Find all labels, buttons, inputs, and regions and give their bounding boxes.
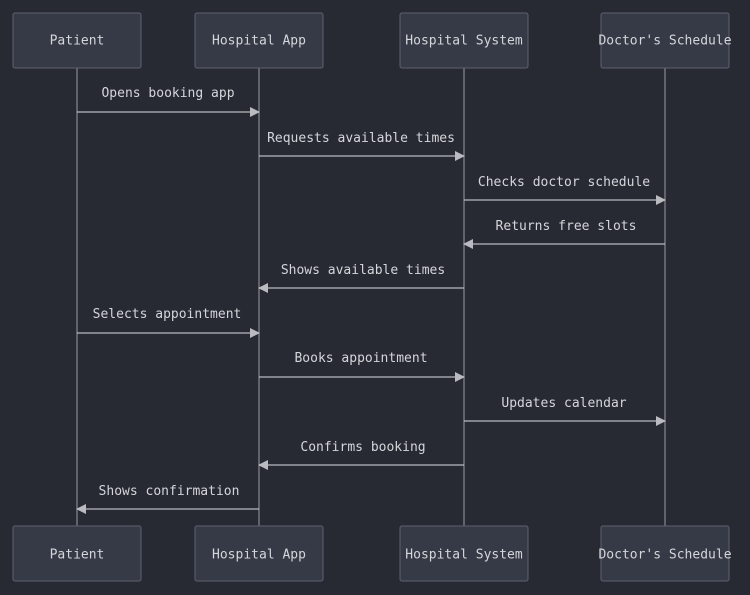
actor-label: Patient <box>50 34 105 49</box>
message-2: Requests available times <box>259 131 465 161</box>
actor-hospital-system-bottom: Hospital System <box>399 525 529 582</box>
actor-doctors-schedule-bottom: Doctor's Schedule <box>598 525 732 582</box>
message-label: Opens booking app <box>101 86 234 101</box>
actor-patient-bottom: Patient <box>12 525 142 582</box>
actor-doctors-schedule-top: Doctor's Schedule <box>598 12 732 69</box>
actor-label: Hospital App <box>212 548 306 563</box>
actor-label: Patient <box>50 548 105 563</box>
message-label: Confirms booking <box>300 440 425 455</box>
message-9: Confirms booking <box>258 440 464 470</box>
message-1: Opens booking app <box>77 86 260 117</box>
actor-label: Hospital System <box>405 548 523 563</box>
actor-patient-top: Patient <box>12 12 142 69</box>
actor-hospital-app-top: Hospital App <box>194 12 324 69</box>
message-label: Requests available times <box>267 131 455 146</box>
actor-label: Hospital System <box>405 34 523 49</box>
message-label: Updates calendar <box>501 396 626 411</box>
message-4: Returns free slots <box>463 219 665 249</box>
message-label: Books appointment <box>294 351 427 366</box>
message-5: Shows available times <box>258 263 464 293</box>
message-label: Shows confirmation <box>99 484 240 499</box>
message-3: Checks doctor schedule <box>464 175 666 205</box>
actor-label: Doctor's Schedule <box>598 548 731 563</box>
message-10: Shows confirmation <box>76 484 259 514</box>
actors-top: Patient Hospital App Hospital System Doc… <box>12 12 732 69</box>
message-6: Selects appointment <box>77 307 260 338</box>
message-label: Checks doctor schedule <box>478 175 650 190</box>
lifelines <box>76 68 666 526</box>
actor-label: Doctor's Schedule <box>598 34 731 49</box>
actor-hospital-system-top: Hospital System <box>399 12 529 69</box>
message-7: Books appointment <box>259 351 465 382</box>
actor-label: Hospital App <box>212 34 306 49</box>
actors-bottom: Patient Hospital App Hospital System Doc… <box>12 525 732 582</box>
message-8: Updates calendar <box>464 396 666 426</box>
actor-hospital-app-bottom: Hospital App <box>194 525 324 582</box>
messages: Opens booking app Requests available tim… <box>76 86 666 514</box>
message-label: Returns free slots <box>496 219 637 234</box>
message-label: Selects appointment <box>93 307 242 322</box>
message-label: Shows available times <box>281 263 445 278</box>
